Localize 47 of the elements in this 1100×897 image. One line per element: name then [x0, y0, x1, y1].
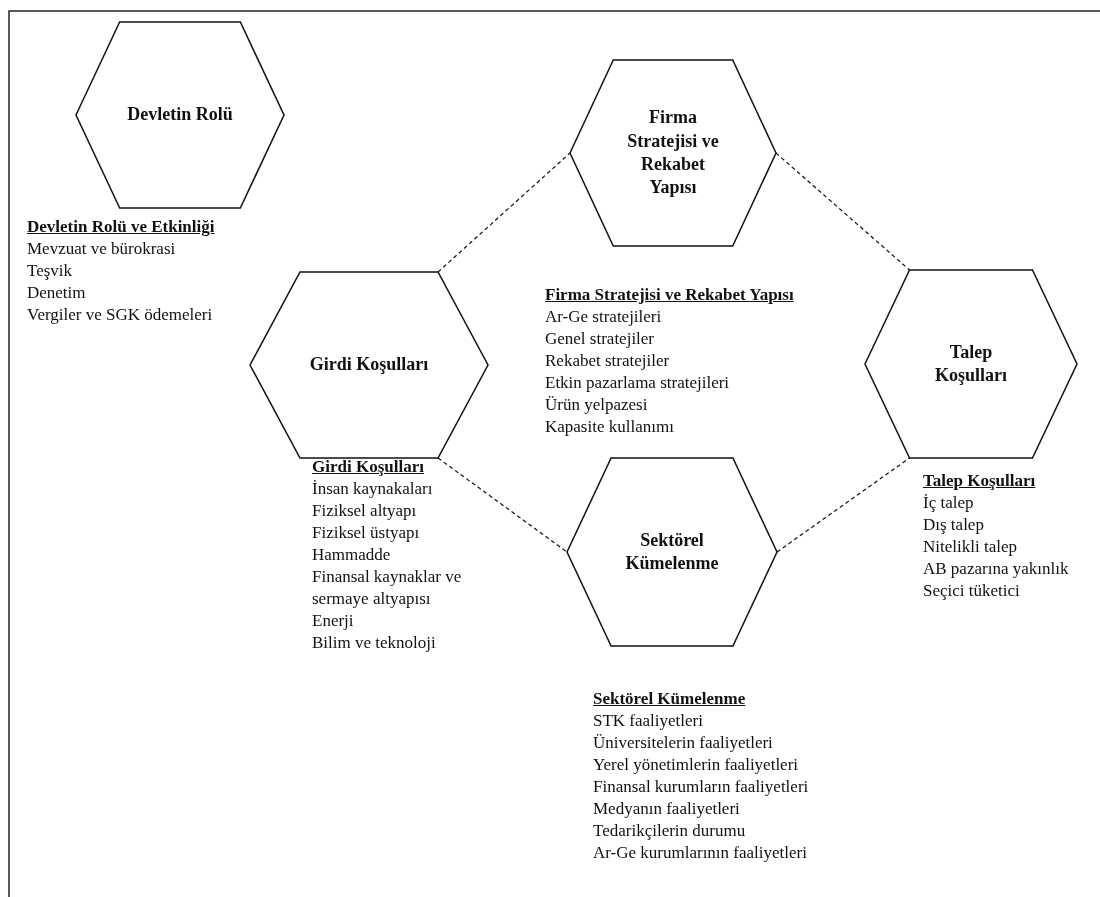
list-item: Medyanın faaliyetleri: [593, 798, 741, 820]
list-item: Tedarikçilerin durumu: [593, 820, 747, 842]
list-item: Fiziksel üstyapı: [312, 522, 421, 544]
list-item: Mevzuat ve bürokrasi: [27, 238, 177, 260]
dashed-connector: [775, 152, 911, 271]
list-heading: Talep Koşulları: [923, 470, 1037, 492]
list-item: Teşvik: [27, 260, 74, 282]
list-item: Dış talep: [923, 514, 985, 536]
list-item: STK faaliyetleri: [593, 710, 704, 732]
list-item: Fiziksel altyapı: [312, 500, 418, 522]
node-title: Talep Koşulları: [934, 340, 1008, 387]
node-title: Sektörel Kümelenme: [624, 528, 720, 575]
list-item: Finansal kaynaklar ve sermaye altyapısı: [312, 566, 463, 610]
list-item: Nitelikli talep: [923, 536, 1018, 558]
list-item: Enerji: [312, 610, 355, 632]
hexagon-node: [570, 60, 776, 246]
list-heading: Firma Stratejisi ve Rekabet Yapısı: [545, 284, 795, 306]
dashed-connector: [437, 152, 571, 273]
list-item: Kapasite kullanımı: [545, 416, 675, 438]
list-item: Yerel yönetimlerin faaliyetleri: [593, 754, 800, 776]
list-item: Etkin pazarlama stratejileri: [545, 372, 731, 394]
list-item: Üniversitelerin faaliyetleri: [593, 732, 774, 754]
list-item: AB pazarına yakınlık: [923, 558, 1070, 580]
list-item: Seçici tüketici: [923, 580, 1021, 602]
hexagon-node: [76, 22, 284, 208]
list-item: Bilim ve teknoloji: [312, 632, 437, 654]
list-item: Ürün yelpazesi: [545, 394, 649, 416]
list-item: Rekabet stratejiler: [545, 350, 671, 372]
node-title: Firma Stratejisi ve Rekabet Yapısı: [626, 106, 720, 200]
list-item: Vergiler ve SGK ödemeleri: [27, 304, 214, 326]
hexagon-node: [865, 270, 1077, 458]
list-item: Denetim: [27, 282, 87, 304]
dashed-connector: [437, 457, 568, 553]
hexagon-node: [250, 272, 488, 458]
list-item: İç talep: [923, 492, 975, 514]
list-item: Ar-Ge stratejileri: [545, 306, 663, 328]
node-title: Girdi Koşulları: [308, 353, 430, 377]
list-item: Finansal kurumların faaliyetleri: [593, 776, 810, 798]
list-heading: Girdi Koşulları: [312, 456, 425, 478]
hexagon-node: [567, 458, 777, 646]
node-title: Devletin Rolü: [126, 103, 234, 127]
list-heading: Devletin Rolü ve Etkinliği: [27, 216, 216, 238]
list-heading: Sektörel Kümelenme: [593, 688, 747, 710]
list-item: Genel stratejiler: [545, 328, 656, 350]
list-item: Hammadde: [312, 544, 392, 566]
list-item: İnsan kaynakaları: [312, 478, 434, 500]
list-item: Ar-Ge kurumlarının faaliyetleri: [593, 842, 808, 864]
